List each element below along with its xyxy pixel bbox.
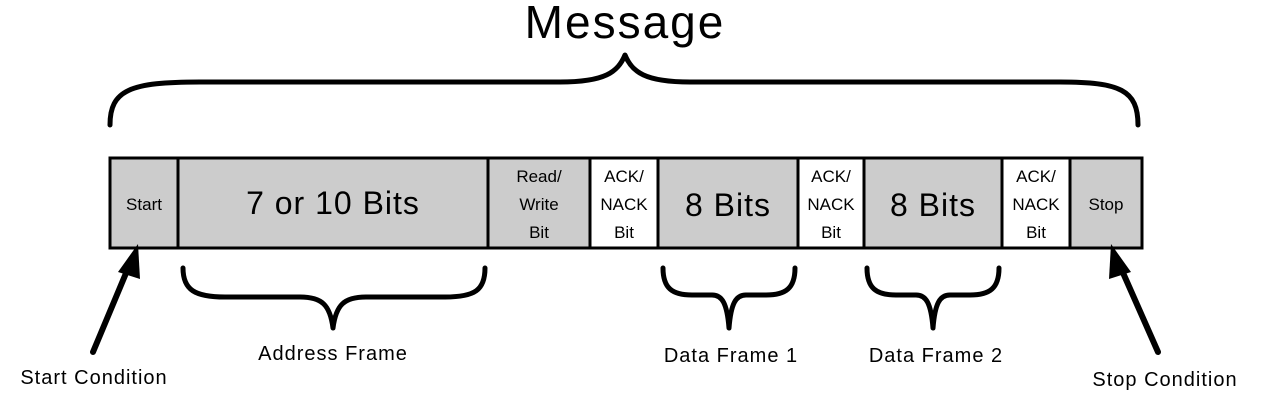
data-bits-cell-2 [862, 156, 1004, 250]
rw-line-2: Write [519, 195, 558, 214]
stop-cell [1068, 156, 1144, 250]
rw-line-3: Bit [529, 223, 549, 242]
address-bits-label: 7 or 10 Bits [246, 185, 420, 221]
ack1-line-1: ACK/ [604, 167, 644, 186]
frame-row [108, 156, 1144, 250]
stop-condition-label: Stop Condition [1092, 369, 1237, 391]
message-brace [107, 52, 1141, 128]
stop-condition-arrow [1109, 244, 1161, 355]
data-frame-1-label: Data Frame 1 [664, 345, 798, 367]
data-frame-2-brace [864, 265, 1002, 331]
ack1-line-3: Bit [614, 223, 634, 242]
read-write-cell [486, 156, 592, 250]
start-label: Start [126, 195, 162, 214]
data-frame-2-label: Data Frame 2 [869, 345, 1003, 367]
data2-bits-label: 8 Bits [890, 187, 976, 223]
data-frame-1-brace [660, 265, 798, 331]
ack2-line-1: ACK/ [811, 167, 851, 186]
ack3-line-3: Bit [1026, 223, 1046, 242]
start-condition-label: Start Condition [20, 367, 167, 389]
ack3-line-1: ACK/ [1016, 167, 1056, 186]
data-bits-cell-1 [656, 156, 800, 250]
start-cell [108, 156, 180, 250]
address-frame-label: Address Frame [258, 343, 408, 365]
start-condition-arrow [90, 244, 140, 355]
stop-label: Stop [1089, 195, 1124, 214]
ack-cell-3 [1000, 156, 1072, 250]
rw-line-1: Read/ [516, 167, 562, 186]
ack3-line-2: NACK [1012, 195, 1060, 214]
ack-cell-2 [796, 156, 866, 250]
data1-bits-label: 8 Bits [685, 187, 771, 223]
ack2-line-2: NACK [807, 195, 855, 214]
message-title: Message [525, 0, 726, 48]
ack2-line-3: Bit [821, 223, 841, 242]
ack1-line-2: NACK [600, 195, 648, 214]
address-bits-cell [176, 156, 490, 250]
address-frame-brace [180, 265, 488, 331]
